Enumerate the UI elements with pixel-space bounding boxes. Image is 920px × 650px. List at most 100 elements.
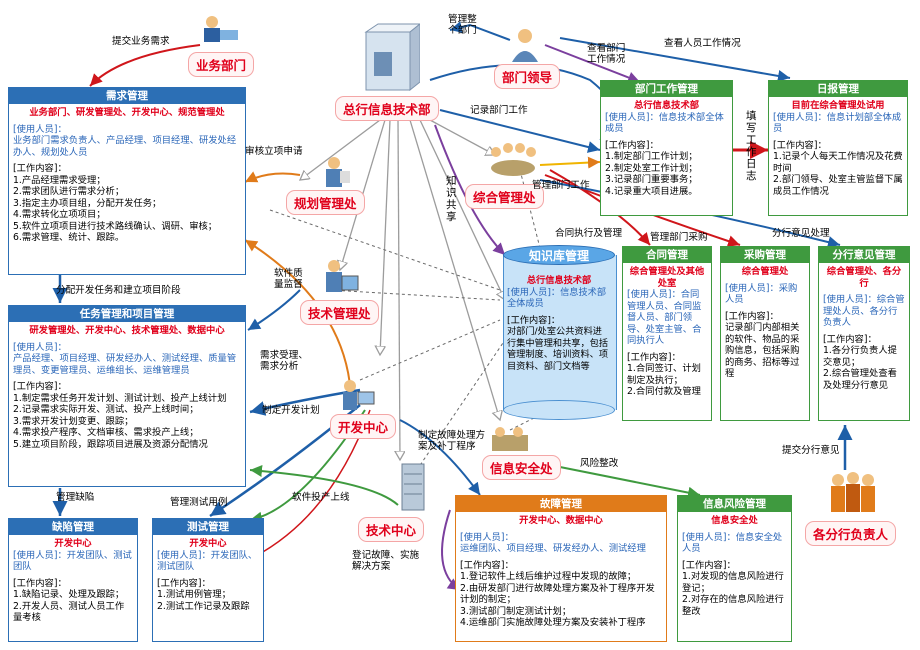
fault-owner: 开发中心、数据中心 [519, 515, 603, 526]
task-users: 产品经理、项目经理、研发经办人、测试经理、质量管理员、变更管理员、运维组长、运维… [13, 353, 237, 376]
test-work-item: 2.测试工作记录及跟踪 [157, 600, 250, 612]
dept-work-box: 部门工作管理 总行信息技术部 [使用人员]：信息技术部全体成员 [工作内容]： … [600, 80, 733, 216]
fault-users-label: [使用人员]： [460, 531, 514, 543]
developer-person-icon [340, 378, 376, 412]
node-head-it-dept: 总行信息技术部 [335, 96, 439, 121]
dept-work-item: 3.记录部门重要事务； [605, 174, 698, 185]
contract-work-item: 2.合同付款及管理 [627, 386, 701, 397]
daily-owner: 目前在综合管理处试用 [791, 100, 885, 111]
knowledge-title: 知识库管理 [528, 249, 589, 263]
contract-title: 合同管理 [623, 247, 711, 263]
label-sw-release: 软件投产上线 [292, 492, 350, 503]
task-work-item: 4.需求投产程序、文档审核、需求投产上线； [13, 427, 199, 438]
defect-work-label: [工作内容]： [13, 577, 67, 589]
meeting-group-icon [488, 138, 538, 182]
label-fill-daily: 填写工作日志 [746, 110, 757, 182]
node-dev-center: 开发中心 [330, 414, 397, 439]
defect-work-item: 2.开发人员、测试人员工作量考核 [13, 600, 125, 624]
tech-mgr-person-icon [322, 258, 362, 298]
demand-users: 业务部门需求负责人、产品经理、项目经理、研发处经办人、规划处人员 [13, 135, 237, 158]
info-risk-owner: 信息安全处 [711, 515, 758, 526]
knowledge-base: 知识库管理 总行信息技术部 [使用人员]：信息技术部全体成员 [工作内容]： 对… [503, 245, 617, 420]
label-knowledge-share: 知识共享 [446, 175, 457, 223]
demand-work-item: 2.需求团队进行需求分析； [13, 186, 125, 197]
knowledge-work: 对部门/处室公共资料进行集中管理和共享，包括管理制度、培训资料、项目资料、部门文… [507, 326, 609, 372]
fault-work-item: 2.由研发部门进行故障处理方案及补丁程序开发计划的制定； [460, 582, 655, 606]
security-group-icon [490, 425, 530, 455]
demand-work-item: 3.指定主办项目组，分配开发任务； [13, 197, 162, 209]
defect-owner: 开发中心 [54, 538, 92, 549]
label-submit-branch: 提交分行意见 [782, 445, 840, 456]
daily-users: [使用人员]：信息计划部全体成员 [773, 111, 902, 135]
knowledge-work-label: [工作内容]： [507, 314, 561, 326]
fault-work-item: 3.测试部门制定测试计划； [460, 605, 572, 617]
info-risk-title: 信息风险管理 [678, 496, 791, 512]
node-dept-leader: 部门领导 [494, 64, 561, 89]
dept-work-title: 部门工作管理 [601, 81, 732, 97]
test-mgmt-box: 测试管理 开发中心 [使用人员]：开发团队、测试团队 [工作内容]： 1.测试用… [152, 518, 264, 642]
label-mgmt-dept: 管理整 个部门 [448, 14, 477, 36]
purchase-users: [使用人员]：采购人员 [725, 282, 798, 306]
task-users-label: [使用人员]： [13, 341, 67, 353]
defect-mgmt-box: 缺陷管理 开发中心 [使用人员]：开发团队、测试团队 [工作内容]： 1.缺陷记… [8, 518, 138, 642]
defect-title: 缺陷管理 [9, 519, 137, 535]
demand-work-item: 6.需求管理、统计、跟踪。 [13, 232, 125, 243]
fault-work-label: [工作内容]： [460, 559, 514, 571]
daily-title: 日报管理 [769, 81, 907, 97]
node-branch-head: 各分行负责人 [805, 521, 897, 546]
dept-work-item: 2.制定处室工作计划； [605, 162, 698, 174]
demand-work-item: 5.软件立项项目进行技术路线确认、调研、审核； [13, 220, 218, 232]
branch-users: [使用人员]：综合管理处人员、各分行负责人 [823, 294, 905, 328]
test-title: 测试管理 [153, 519, 263, 535]
node-tech-mgmt-dept: 技术管理处 [300, 300, 379, 325]
branch-work-label: [工作内容]： [823, 333, 877, 345]
server-building-icon [360, 22, 422, 92]
dept-work-owner: 总行信息技术部 [633, 100, 700, 111]
dept-work-item: 1.制定部门工作计划； [605, 151, 698, 162]
fault-work-item: 4.运维部门实施故障处理方案及安装补丁程序 [460, 617, 646, 628]
business-person-icon [200, 14, 240, 44]
node-info-security: 信息安全处 [482, 455, 561, 480]
server-rack-icon [398, 462, 428, 512]
info-risk-users: [使用人员]：信息安全处人员 [682, 531, 783, 555]
label-view-dept: 查看部门 工作情况 [587, 43, 626, 65]
branch-work-item: 2.综合管理处查看及处理分行意见 [823, 368, 897, 391]
label-contract-exec: 合同执行及管理 [555, 228, 623, 239]
contract-owner: 综合管理处及其他处室 [629, 266, 705, 289]
demand-owner: 业务部门、研发管理处、开发中心、规范管理处 [29, 107, 225, 118]
test-work-item: 1.测试用例管理； [157, 589, 231, 600]
node-tech-center: 技术中心 [358, 517, 425, 542]
node-general-mgmt-dept: 综合管理处 [465, 184, 544, 209]
task-work-label: [工作内容]： [13, 381, 67, 392]
purchase-work-label: [工作内容]： [725, 310, 779, 322]
purchase-title: 采购管理 [721, 247, 809, 263]
demand-work-label: [工作内容]： [13, 163, 67, 174]
test-owner: 开发中心 [189, 538, 227, 549]
branch-people-icon [828, 470, 878, 516]
label-review-project: 审核立项申请 [245, 146, 303, 157]
label-view-staff: 查看人员工作情况 [664, 38, 741, 49]
contract-users: [使用人员]：合同管理人员、合同监督人员、部门领导、处室主管、合同执行人 [627, 289, 702, 346]
info-risk-work-item: 1.对发现的信息风险进行登记； [682, 571, 784, 594]
contract-work-item: 1.合同签订、计划制定及执行； [627, 363, 701, 386]
node-planning-dept: 规划管理处 [286, 190, 365, 215]
label-dev-plan: 制定开发计划 [262, 405, 320, 416]
node-business-dept: 业务部门 [188, 52, 255, 77]
planner-person-icon [322, 155, 352, 189]
demand-users-label: [使用人员]： [13, 123, 67, 135]
branch-work-item: 1.各分行负责人提交意见； [823, 345, 897, 368]
purchase-owner: 综合管理处 [741, 266, 789, 277]
defect-users: [使用人员]：开发团队、测试团队 [13, 549, 132, 573]
leader-person-icon [510, 28, 540, 62]
task-work-item: 5.建立项目阶段，跟踪项目进展及资源分配情况 [13, 438, 208, 450]
label-record-dept: 记录部门工作 [470, 105, 528, 116]
label-mgmt-defect: 管理缺陷 [56, 492, 95, 503]
task-project-box: 任务管理和项目管理 研发管理处、开发中心、技术管理处、数据中心 [使用人员]： … [8, 305, 246, 487]
daily-work-label: [工作内容]： [773, 139, 827, 151]
demand-work-item: 1.产品经理需求受理； [13, 174, 106, 186]
contract-mgmt-box: 合同管理 综合管理处及其他处室 [使用人员]：合同管理人员、合同监督人员、部门领… [622, 246, 712, 421]
daily-report-box: 日报管理 目前在综合管理处试用 [使用人员]：信息计划部全体成员 [工作内容]：… [768, 80, 908, 216]
daily-work-item: 1.记录个人每天工作情况及花费时间 [773, 151, 903, 174]
knowledge-users: [使用人员]：信息技术部全体成员 [507, 286, 607, 310]
label-risk-fix: 风险整改 [580, 458, 619, 469]
